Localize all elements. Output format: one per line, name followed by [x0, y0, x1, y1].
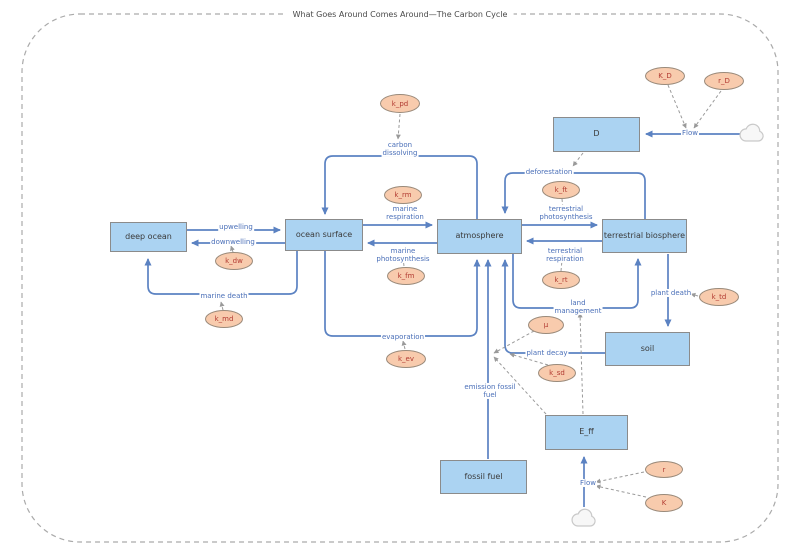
influence-K-D-flow-top[interactable] [667, 84, 687, 129]
flow-label-marine-photosynthesis[interactable]: marine photosynthesis [375, 246, 431, 264]
flow-label-terrestrial-respiration[interactable]: terrestrial respiration [545, 246, 585, 264]
stock-terrestrial-biosphere[interactable]: terrestrial biosphere [602, 219, 687, 253]
param-r[interactable]: r [645, 461, 683, 478]
influence-d-deforestation[interactable] [572, 152, 584, 167]
stock-d[interactable]: D [553, 117, 640, 152]
flow-label-plant-decay[interactable]: plant decay [525, 348, 569, 358]
flow-label-plant-death[interactable]: plant death [649, 288, 693, 298]
flow-label-emission-fossil-fuel[interactable]: emission fossil fuel [463, 382, 517, 400]
influence-r-flow-bottom[interactable] [595, 471, 645, 484]
flow-label-carbon-dissolving[interactable]: carbon dissolving [381, 140, 419, 158]
param-k-fm[interactable]: k_fm [387, 267, 425, 285]
param-mu[interactable]: μ [528, 316, 564, 334]
stock-soil[interactable]: soil [605, 332, 690, 366]
param-k-ev[interactable]: k_ev [386, 350, 426, 368]
influence-k-pd-carbon-dissolving[interactable] [395, 113, 401, 140]
influence-r-D-flow-top[interactable] [693, 90, 722, 129]
param-k-td[interactable]: k_td [699, 288, 739, 306]
flow-label-evaporation[interactable]: evaporation [380, 332, 426, 342]
flow-label-flow-bottom[interactable]: Flow [579, 478, 597, 488]
param-K[interactable]: K [645, 494, 683, 512]
param-k-rm[interactable]: k_rm [384, 186, 422, 204]
param-r-D[interactable]: r_D [704, 72, 744, 90]
influence-k-sd-plant-decay[interactable] [509, 352, 549, 366]
influence-k-md-marine-death[interactable] [219, 301, 225, 311]
flow-label-flow-top[interactable]: Flow [681, 128, 699, 138]
flow-label-marine-respiration[interactable]: marine respiration [385, 204, 425, 222]
param-k-rt[interactable]: k_rt [542, 271, 580, 289]
param-k-md[interactable]: k_md [205, 310, 243, 328]
influence-mu-junction[interactable] [493, 330, 535, 354]
influence-e-ff-land-management[interactable] [577, 312, 584, 415]
stock-fossil-fuel[interactable]: fossil fuel [440, 460, 527, 494]
diagram-title: What Goes Around Comes Around—The Carbon… [286, 10, 514, 19]
param-K-D[interactable]: K_D [645, 67, 685, 85]
flow-label-downwelling[interactable]: downwelling [210, 237, 256, 247]
param-k-ft[interactable]: k_ft [542, 181, 580, 199]
param-k-dw[interactable]: k_dw [215, 252, 253, 270]
influence-k-td-plant-death[interactable] [690, 292, 699, 298]
stock-e-ff[interactable]: E_ff [545, 415, 628, 450]
param-k-pd[interactable]: k_pd [380, 94, 420, 113]
cloud-icon-emission-source[interactable] [571, 508, 596, 527]
flow-label-land-management[interactable]: land management [553, 298, 603, 316]
stock-atmosphere[interactable]: atmosphere [437, 219, 522, 254]
flow-label-upwelling[interactable]: upwelling [218, 222, 254, 232]
stock-deep-ocean[interactable]: deep ocean [110, 222, 187, 252]
cloud-icon-deforestation-source[interactable] [739, 123, 764, 142]
param-k-sd[interactable]: k_sd [538, 364, 576, 382]
influence-K-flow-bottom[interactable] [595, 484, 647, 498]
flow-label-marine-death[interactable]: marine death [199, 291, 249, 301]
influence-k-ev-evaporation[interactable] [401, 340, 407, 350]
flow-line-evaporation[interactable] [324, 251, 481, 337]
flow-label-deforestation[interactable]: deforestation [524, 167, 574, 177]
influence-e-ff-emission[interactable] [493, 356, 547, 415]
influence-k-dw-downwelling[interactable] [230, 245, 235, 253]
flow-label-terrestrial-photosynthesis[interactable]: terrestrial photosynthesis [538, 204, 594, 222]
stock-ocean-surface[interactable]: ocean surface [285, 219, 363, 251]
flow-line-deforestation[interactable] [501, 172, 646, 219]
